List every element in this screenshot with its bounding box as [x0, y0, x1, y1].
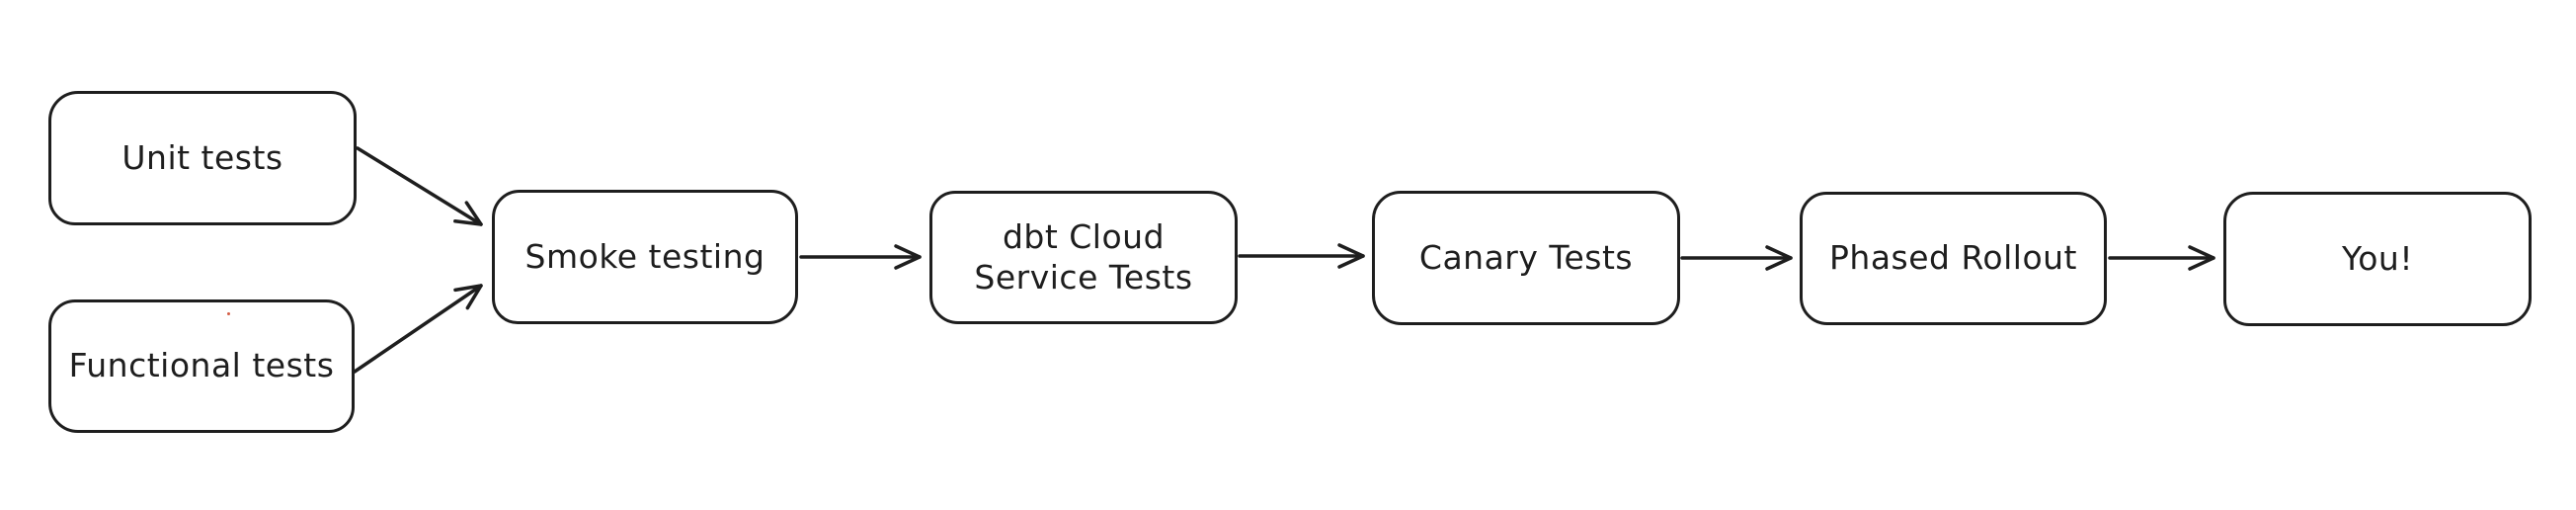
node-smoke-testing: Smoke testing: [492, 190, 798, 324]
node-unit-tests: Unit tests: [48, 91, 357, 225]
node-phased-rollout-label: Phased Rollout: [1829, 238, 2077, 278]
node-functional-tests-label: Functional tests: [68, 346, 335, 385]
node-you: You!: [2223, 192, 2532, 326]
node-unit-tests-label: Unit tests: [121, 137, 283, 177]
edge-unit-tests-to-smoke-testing: [356, 146, 483, 226]
node-you-label: You!: [2341, 238, 2414, 278]
node-canary-tests: Canary Tests: [1372, 191, 1680, 325]
edge-functional-tests-to-smoke-testing: [353, 284, 483, 374]
node-smoke-testing-label: Smoke testing: [524, 236, 765, 276]
node-canary-tests-label: Canary Tests: [1418, 237, 1634, 277]
red-speck-artifact: [227, 312, 230, 315]
node-dbt-cloud-service-tests: dbt Cloud Service Tests: [929, 191, 1238, 324]
node-dbt-cloud-service-tests-label: dbt Cloud Service Tests: [974, 217, 1193, 297]
node-phased-rollout: Phased Rollout: [1800, 192, 2107, 325]
node-functional-tests: Functional tests: [48, 299, 355, 433]
